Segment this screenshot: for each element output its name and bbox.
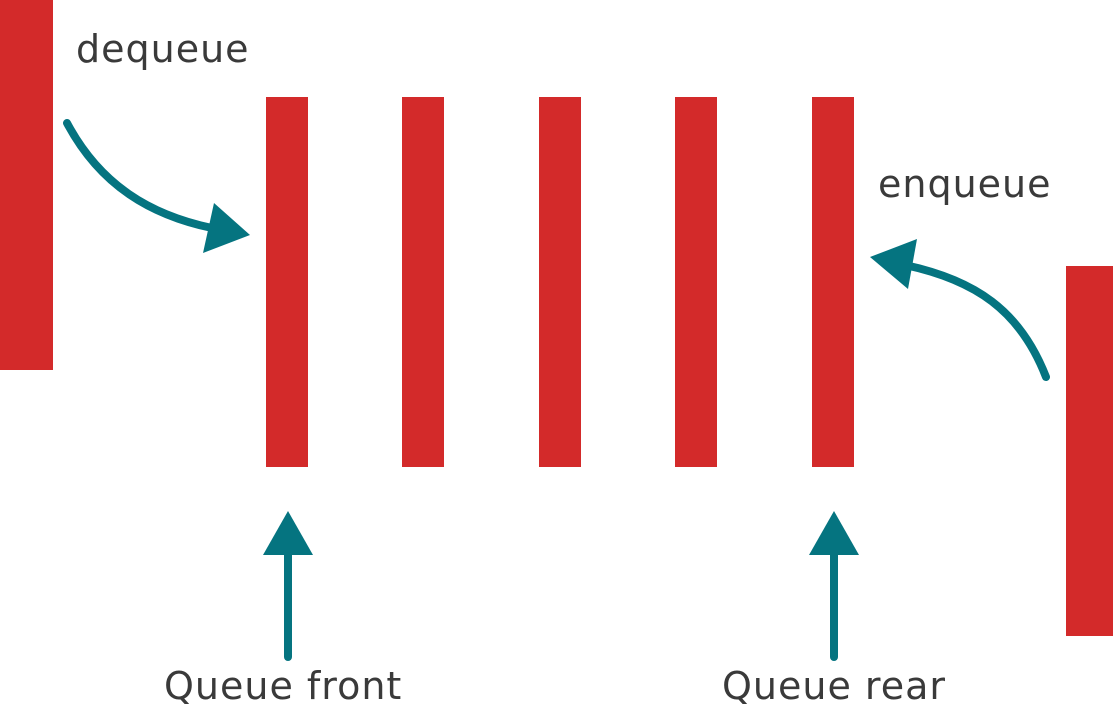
- enqueue-arrow: [870, 239, 1050, 381]
- enqueue-label: enqueue: [878, 162, 1052, 206]
- queue-rear-label: Queue rear: [722, 664, 946, 708]
- enqueued-element: [1066, 266, 1113, 636]
- queue-front-arrow: [263, 511, 313, 661]
- queue-element-2: [402, 97, 444, 467]
- dequeue-label: dequeue: [76, 27, 250, 71]
- dequeued-element: [0, 0, 53, 370]
- queue-front-label: Queue front: [164, 664, 403, 708]
- queue-element-3: [539, 97, 581, 467]
- queue-rear-arrow: [809, 511, 859, 661]
- queue-element-1: [266, 97, 308, 467]
- queue-element-5: [812, 97, 854, 467]
- queue-element-4: [675, 97, 717, 467]
- dequeue-arrow: [63, 119, 250, 253]
